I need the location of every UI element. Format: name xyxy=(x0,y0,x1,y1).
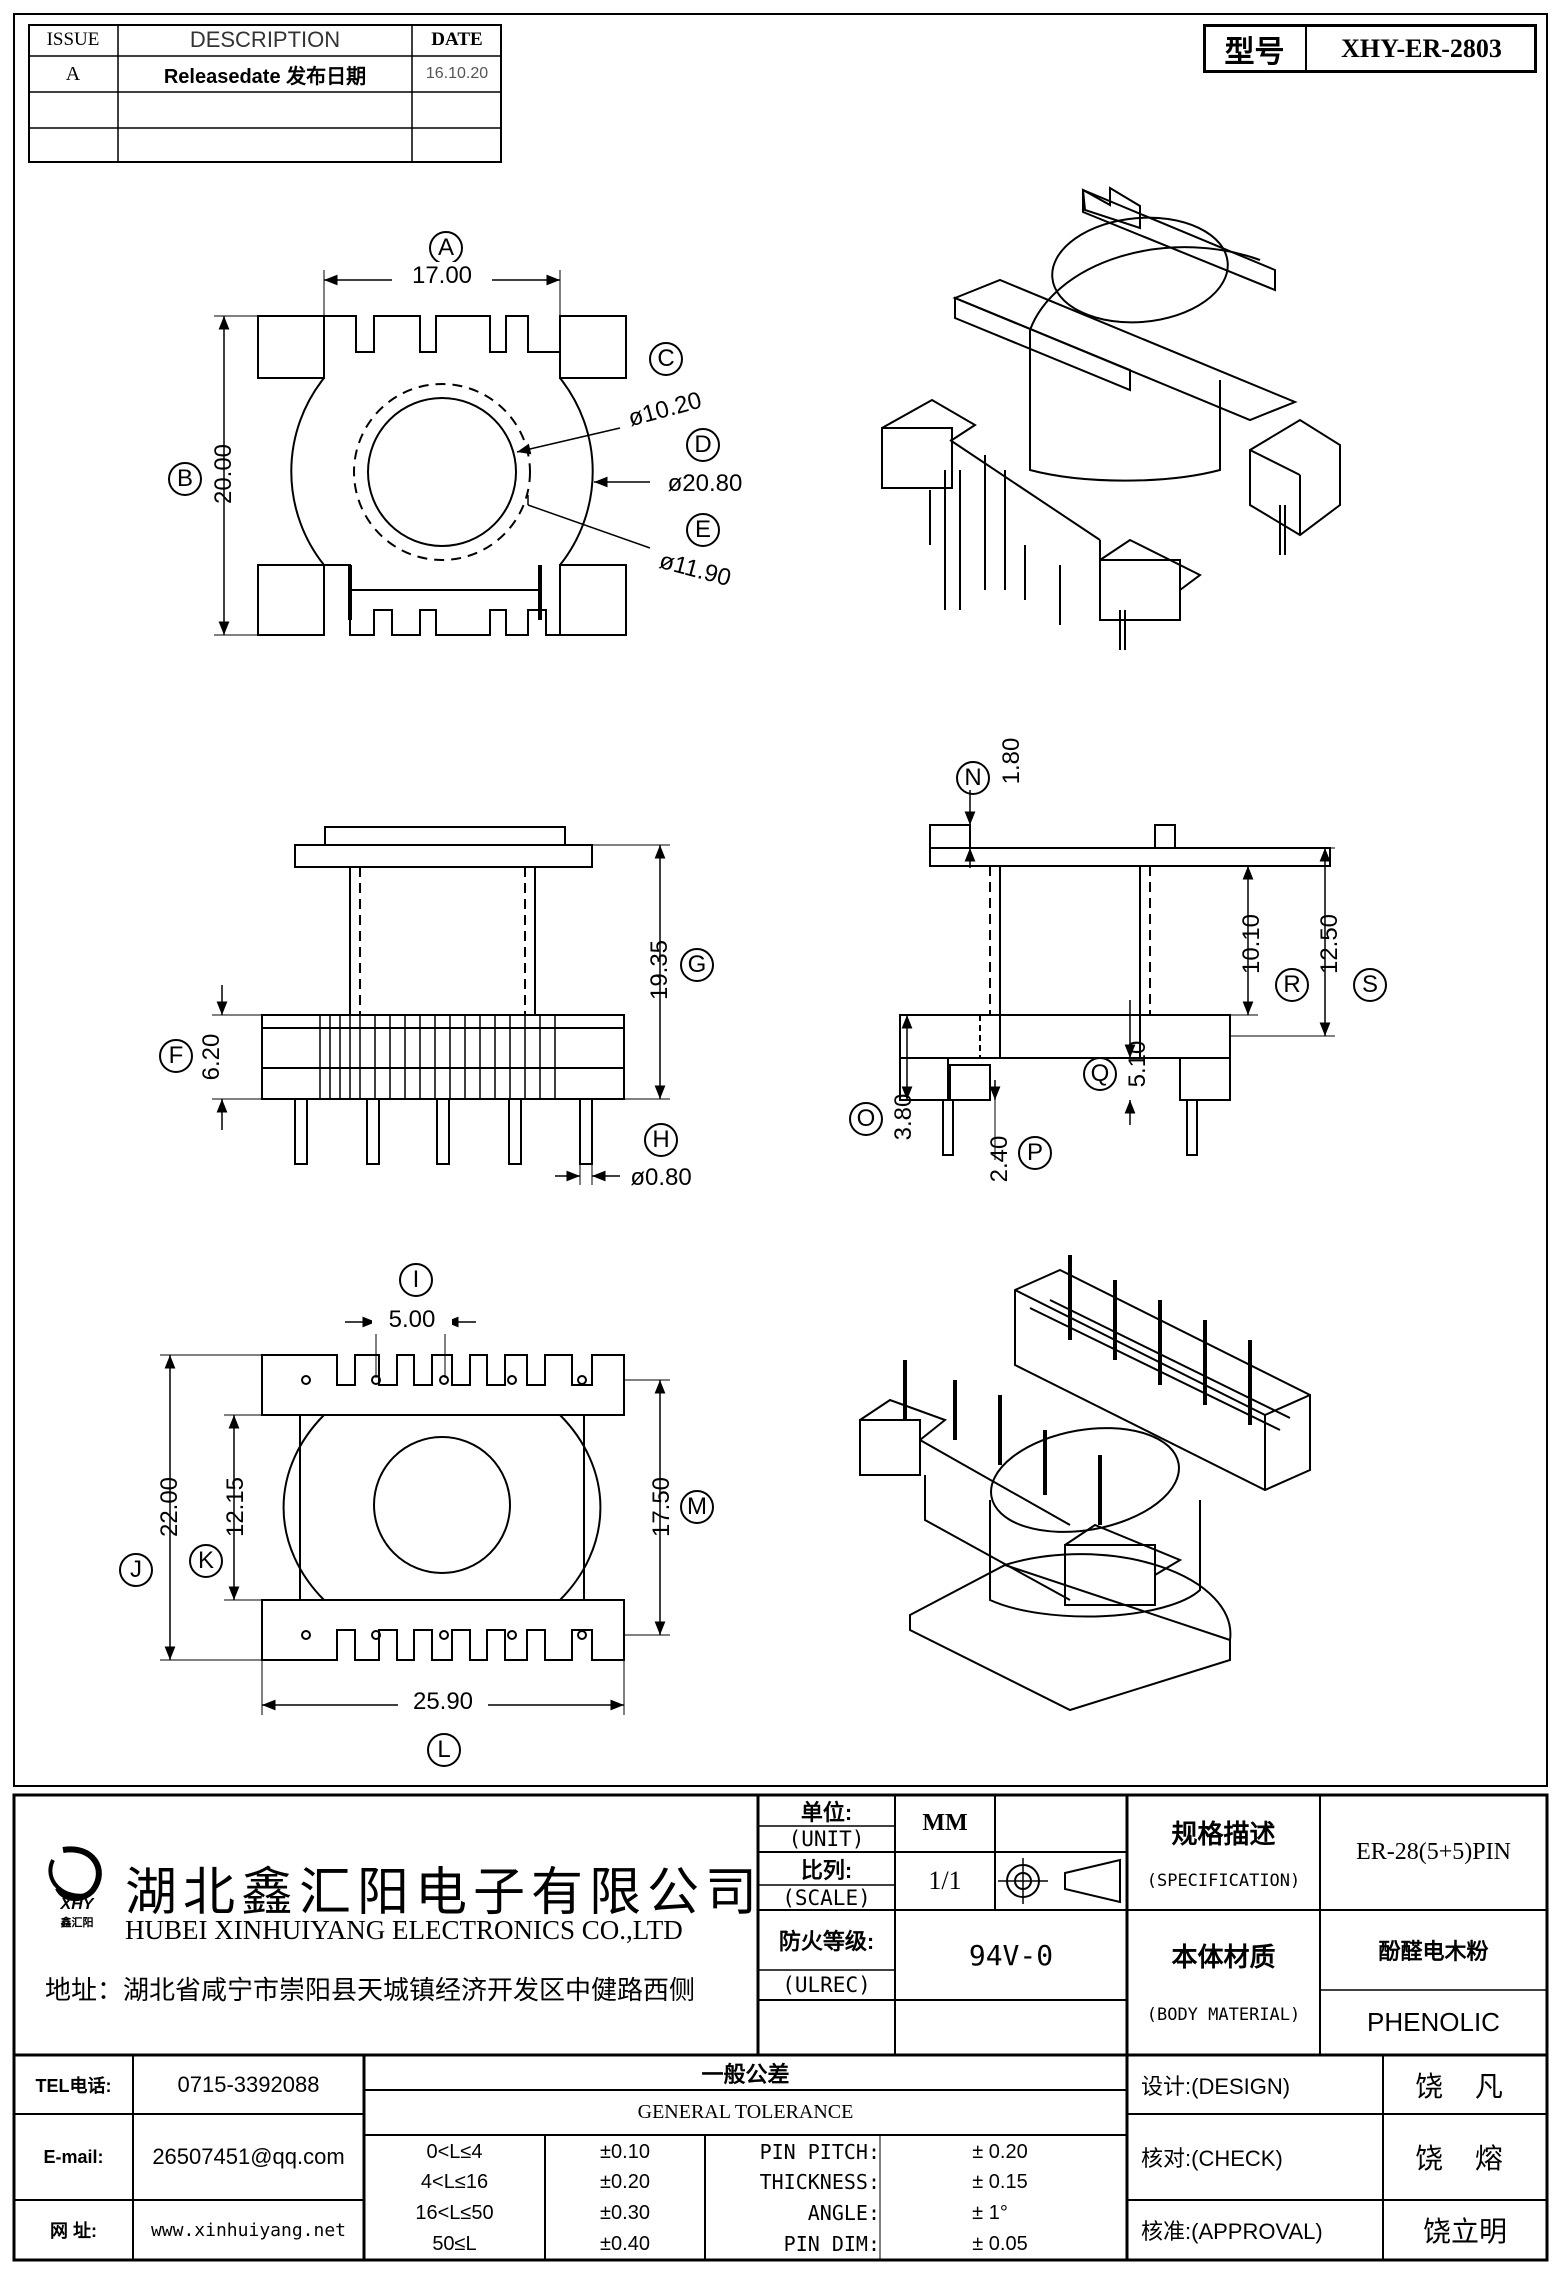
spec-label-en: (SPECIFICATION) xyxy=(1146,1871,1301,1891)
marker-M: M xyxy=(687,1493,707,1520)
material-label-en: (BODY MATERIAL) xyxy=(1146,2005,1301,2025)
marker-K: K xyxy=(197,1547,214,1574)
projection-symbol xyxy=(995,1852,1127,1910)
model-label: 型号 xyxy=(1224,35,1285,69)
tol-3: ±0.40 xyxy=(600,2232,650,2255)
spec-name-0: PIN PITCH: xyxy=(759,2140,880,2164)
tel-label: TEL电话: xyxy=(35,2075,112,2096)
dim-width: 17.00 xyxy=(392,262,492,290)
email-value: 26507451@qq.com xyxy=(152,2144,345,2169)
spec-value-3: ± 0.05 xyxy=(972,2232,1028,2255)
material-value-cn: 酚醛电木粉 xyxy=(1378,1939,1489,1964)
dim-pitch: 5.00 xyxy=(372,1306,452,1334)
header-date: DATE xyxy=(431,29,483,50)
approval-name: 饶立明 xyxy=(1422,2216,1507,2247)
marker-D: D xyxy=(694,431,712,458)
scale-label: 比列: xyxy=(800,1857,853,1883)
marker-J: J xyxy=(130,1556,142,1583)
material-label: 本体材质 xyxy=(1171,1941,1276,1972)
marker-H: H xyxy=(652,1126,670,1153)
marker-B: B xyxy=(176,465,193,492)
spec-value-1: ± 0.15 xyxy=(972,2170,1028,2193)
logo-sub: 鑫汇阳 xyxy=(60,1917,94,1929)
web-label: 网 址: xyxy=(50,2221,97,2241)
dim-bottom-width: 25.90 xyxy=(398,1688,488,1716)
spec-label: 规格描述 xyxy=(1171,1818,1276,1849)
scale-value: 1/1 xyxy=(928,1866,962,1895)
model-box: 型号 XHY-ER-2803 xyxy=(1203,24,1537,73)
approval-label: 核准:(APPROVAL) xyxy=(1141,2219,1323,2244)
marker-G: G xyxy=(687,951,707,978)
spec-value-0: ± 0.20 xyxy=(972,2140,1028,2163)
fire-label-en: (ULREC) xyxy=(782,1973,871,1997)
row-description: Releasedate 发布日期 xyxy=(163,65,367,88)
fire-label: 防火等级: xyxy=(778,1929,875,1954)
front-view xyxy=(212,826,670,1185)
spec-name-1: THICKNESS: xyxy=(759,2170,880,2194)
spec-name-2: ANGLE: xyxy=(807,2201,880,2225)
range-0: 0<L≤4 xyxy=(426,2140,483,2163)
dim-d-outer: ø20.80 xyxy=(667,470,743,497)
marker-S: S xyxy=(1361,971,1378,998)
web-value: www.xinhuiyang.net xyxy=(150,2219,347,2241)
tel-value: 0715-3392088 xyxy=(177,2071,320,2097)
spec-value-2: ± 1° xyxy=(972,2201,1008,2224)
marker-R: R xyxy=(1283,971,1301,998)
range-3: 50≤L xyxy=(432,2232,477,2255)
dim-pin: ø0.80 xyxy=(630,1164,692,1191)
header-description: DESCRIPTION xyxy=(189,27,341,52)
fire-value: 94V-0 xyxy=(968,1938,1054,1972)
unit-label: 单位: xyxy=(800,1799,853,1825)
unit-value: MM xyxy=(922,1810,968,1836)
design-name: 饶 凡 xyxy=(1415,2070,1515,2102)
design-label: 设计:(DESIGN) xyxy=(1141,2073,1291,2099)
marker-E: E xyxy=(694,516,711,543)
marker-A: A xyxy=(437,234,454,261)
marker-Q: Q xyxy=(1090,1060,1110,1087)
scale-label-en: (SCALE) xyxy=(782,1885,871,1910)
range-2: 16<L≤50 xyxy=(415,2201,494,2224)
tol-1: ±0.20 xyxy=(600,2170,650,2193)
dimension-markers xyxy=(119,231,1387,1767)
top-view xyxy=(214,270,651,636)
check-label: 核对:(CHECK) xyxy=(1141,2146,1283,2171)
company-logo: XHY 鑫汇阳 xyxy=(33,1840,121,1930)
marker-C: C xyxy=(657,345,675,372)
tolerance-title-cn: 一般公差 xyxy=(701,2061,790,2087)
company-address: 地址：湖北省咸宁市崇阳县天城镇经济开发区中健路西侧 xyxy=(45,1975,696,2005)
check-name: 饶 熔 xyxy=(1415,2143,1515,2174)
marker-O: O xyxy=(856,1105,876,1132)
row-date: 16.10.20 xyxy=(425,65,489,82)
header-issue: ISSUE xyxy=(46,29,100,50)
side-view xyxy=(899,790,1335,1160)
marker-L: L xyxy=(437,1736,451,1763)
row-issue: A xyxy=(65,62,81,85)
marker-F: F xyxy=(168,1042,184,1069)
email-label: E-mail: xyxy=(43,2146,104,2167)
spec-value: ER-28(5+5)PIN xyxy=(1356,1839,1511,1865)
range-1: 4<L≤16 xyxy=(420,2170,489,2193)
marker-N: N xyxy=(964,764,982,791)
material-value-en: PHENOLIC xyxy=(1367,2007,1500,2037)
spec-name-3: PIN DIM: xyxy=(783,2232,880,2256)
tol-2: ±0.30 xyxy=(600,2201,650,2224)
bottom-iso-view xyxy=(859,1255,1311,1712)
marker-P: P xyxy=(1026,1139,1043,1166)
top-iso-view xyxy=(881,186,1341,650)
unit-label-en: (UNIT) xyxy=(788,1827,865,1851)
tol-0: ±0.10 xyxy=(600,2140,650,2163)
logo-mark: XHY xyxy=(60,1896,94,1913)
company-name-cn: 湖北鑫汇阳电子有限公司 xyxy=(125,1864,764,1922)
tolerance-title-en: GENERAL TOLERANCE xyxy=(637,2101,854,2123)
revision-table: ISSUE DESCRIPTION DATE A Releasedate 发布日… xyxy=(28,24,502,163)
marker-I: I xyxy=(412,1266,420,1293)
model-value: XHY-ER-2803 xyxy=(1341,33,1502,63)
company-name-en: HUBEI XINHUIYANG ELECTRONICS CO.,LTD xyxy=(125,1915,683,1945)
